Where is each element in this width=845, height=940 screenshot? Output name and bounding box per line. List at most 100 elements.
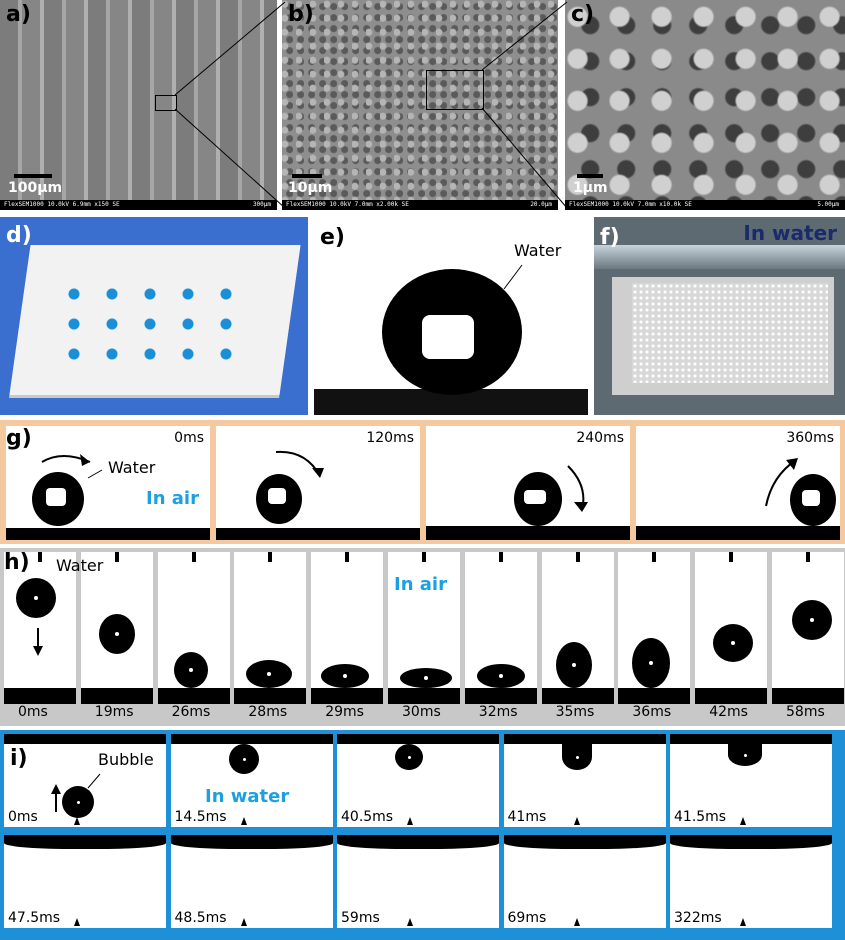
panel-label-i: i) [10, 746, 28, 771]
g-highlight-3 [524, 490, 546, 504]
h-highlight [267, 672, 272, 676]
scale-bar-b [292, 174, 322, 178]
i-bubble-highlight [408, 756, 411, 759]
i-interface [670, 734, 832, 744]
h-time: 19ms [94, 704, 134, 720]
g-floor-1 [6, 528, 210, 540]
i-bubble-highlight [575, 756, 579, 759]
panel-label-b: b) [288, 2, 314, 27]
h-time: 28ms [248, 704, 288, 720]
panel-d: d) [0, 217, 308, 415]
i-interface [670, 835, 832, 849]
i-time: 41.5ms [674, 809, 727, 825]
h-needle [652, 552, 657, 562]
h-water-label: Water [56, 556, 104, 575]
g-in-air-label: In air [146, 488, 199, 509]
h-floor [388, 688, 460, 704]
i-needle-tip [407, 918, 413, 926]
i-frame: 14.5ms [170, 734, 333, 827]
h-needle [498, 552, 503, 562]
h-highlight [731, 641, 736, 645]
h-needle [191, 552, 196, 562]
h-floor [311, 688, 384, 704]
g-highlight-4 [802, 490, 820, 506]
scale-bar-a [14, 174, 52, 178]
h-highlight [343, 674, 348, 678]
panel-b: b) 10µm FlexSEM1000 10.0kV 7.0mm x2.00k … [282, 0, 558, 210]
silver-sample [632, 283, 828, 383]
h-frame [4, 552, 76, 704]
sem-fov-c: 5.00µm [817, 201, 839, 208]
h-highlight [810, 618, 814, 622]
i-time: 41ms [507, 809, 547, 825]
connector-a-bottom [174, 108, 286, 209]
h-in-air-label: In air [394, 574, 447, 595]
sem-info-b: FlexSEM1000 10.0kV 7.0mm x2.00k SE [286, 201, 409, 208]
i-time: 47.5ms [8, 910, 61, 926]
h-highlight [34, 596, 38, 600]
g-time-2: 120ms [366, 430, 414, 446]
i-bubble-label: Bubble [98, 750, 154, 769]
i-frame: 41.5ms [670, 734, 832, 827]
h-needle [345, 552, 350, 562]
pointer-line-e [503, 264, 523, 290]
i-frame: 48.5ms [170, 835, 333, 928]
i-needle-tip [74, 918, 80, 926]
h-highlight [188, 668, 193, 672]
h-frame [157, 552, 230, 704]
panel-c: c) 1µm FlexSEM1000 10.0kV 7.0mm x10.0k S… [565, 0, 845, 210]
i-interface [170, 734, 333, 744]
i-interface [170, 835, 333, 849]
h-time: 32ms [478, 704, 518, 720]
h-frame [80, 552, 153, 704]
g-highlight-1 [46, 488, 66, 506]
g-time-4: 360ms [786, 430, 834, 446]
in-water-label-f: In water [743, 221, 837, 245]
h-floor [464, 688, 537, 704]
panel-label-e: e) [320, 225, 345, 250]
h-time: 42ms [709, 704, 748, 720]
i-frame: 69ms [503, 835, 666, 928]
sem-info-c: FlexSEM1000 10.0kV 7.0mm x10.0k SE [569, 201, 692, 208]
zoom-connectors [174, 1, 568, 209]
h-frame [541, 552, 614, 704]
i-bubble-highlight [744, 754, 747, 757]
i-interface [337, 835, 499, 849]
h-floor [157, 688, 230, 704]
h-frame [388, 552, 460, 704]
i-time: 48.5ms [174, 910, 227, 926]
i-time: 14.5ms [174, 809, 227, 825]
panel-label-d: d) [6, 223, 32, 248]
scale-label-a: 100µm [8, 180, 63, 196]
droplet-reflection [422, 315, 474, 359]
i-interface [4, 734, 166, 744]
g-water-label: Water [108, 458, 156, 477]
h-needle [729, 552, 734, 562]
sem-footer-c: FlexSEM1000 10.0kV 7.0mm x10.0k SE 5.00µm [565, 200, 845, 210]
panel-label-a: a) [6, 2, 31, 27]
i-interface [4, 835, 166, 849]
h-highlight [498, 674, 503, 678]
i-needle-tip [407, 817, 413, 825]
panel-label-f: f) [600, 225, 620, 250]
g-arrow-4 [765, 458, 798, 507]
h-highlight [424, 676, 428, 680]
i-frame: 59ms [337, 835, 499, 928]
g-floor-4 [636, 526, 840, 540]
h-time: 58ms [786, 704, 825, 720]
panel-f: f) In water [594, 217, 845, 415]
i-needle-tip [573, 817, 580, 825]
h-highlight [571, 663, 576, 667]
i-needle-tip [740, 817, 746, 825]
i-bubble-highlight [242, 758, 246, 761]
h-time: 0ms [18, 704, 48, 720]
g-time-1: 0ms [174, 430, 204, 446]
connector-a-top [174, 1, 286, 96]
h-down-arrow [33, 628, 43, 656]
h-time: 26ms [171, 704, 211, 720]
h-floor [618, 688, 691, 704]
g-arrow-2 [275, 450, 324, 478]
